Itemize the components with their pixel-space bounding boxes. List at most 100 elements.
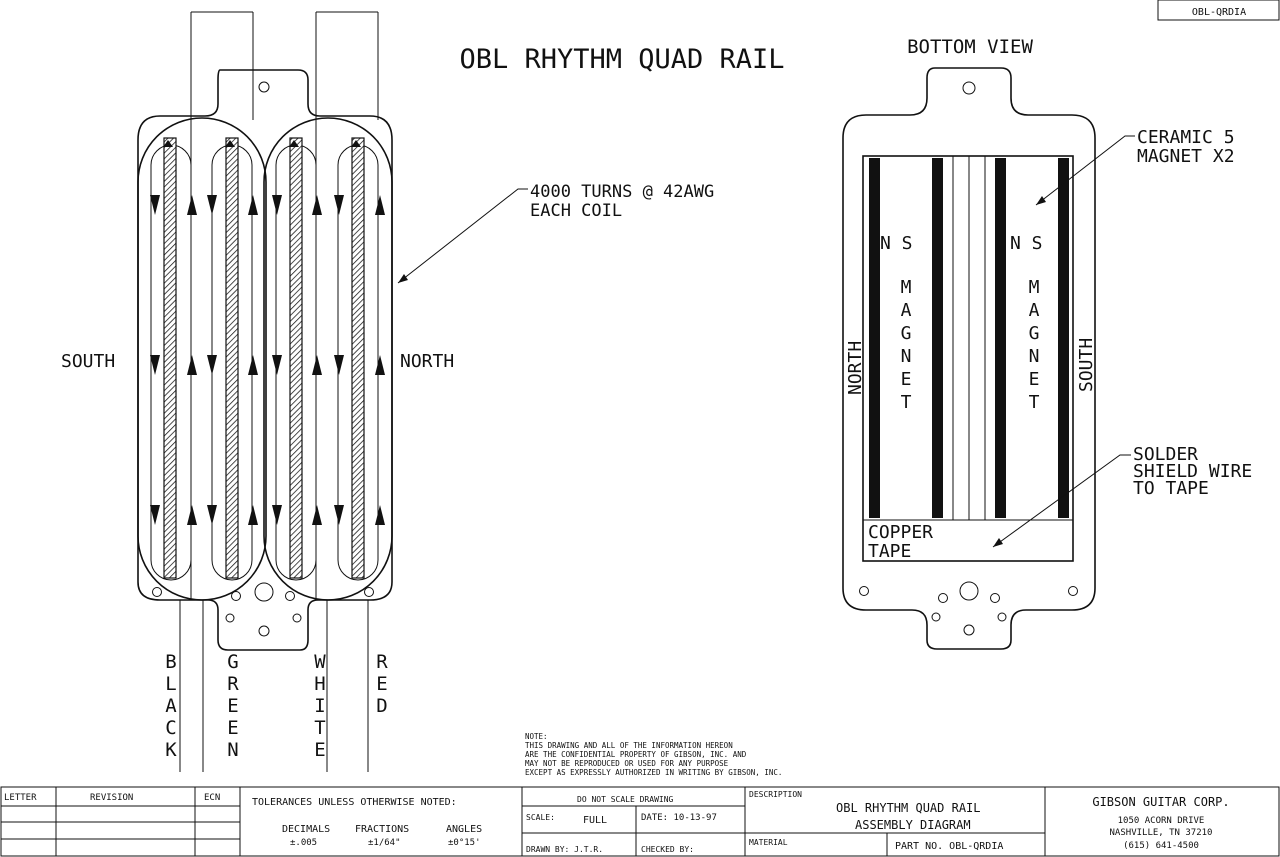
solder-note-line1: SOLDER xyxy=(1133,444,1198,465)
coil-left xyxy=(137,117,267,601)
magnet-letter-2: N xyxy=(1029,346,1040,367)
svg-text:FULL: FULL xyxy=(583,815,607,826)
magnet-letter-1: M xyxy=(901,277,912,298)
magnet-letter-1: A xyxy=(901,300,912,321)
wire-letter-green: G xyxy=(227,651,238,673)
wire-letter-black: L xyxy=(165,673,176,695)
svg-text:REVISION: REVISION xyxy=(90,793,133,803)
svg-text:FRACTIONS: FRACTIONS xyxy=(355,824,409,835)
magnet-letter-2: E xyxy=(1029,369,1040,390)
coil-note-line1: 4000 TURNS @ 42AWG xyxy=(530,182,714,202)
svg-text:PART NO. OBL-QRDIA: PART NO. OBL-QRDIA xyxy=(895,841,1003,852)
wire-letter-green: E xyxy=(227,717,238,739)
baseplate-outline xyxy=(137,69,393,651)
svg-text:±0°15': ±0°15' xyxy=(448,838,481,848)
magnet-bar-2 xyxy=(932,158,943,518)
copper-tape-line1: COPPER xyxy=(868,522,933,543)
front-view: SOUTH NORTH 4000 TURNS @ 42AWG EACH COIL… xyxy=(61,11,714,772)
wire-letter-green: R xyxy=(227,673,239,695)
drawing-id: OBL-QRDIA xyxy=(1192,7,1246,18)
mount-hole-left xyxy=(152,587,162,597)
magnet-letter-1: T xyxy=(901,392,912,413)
wire-letter-white: I xyxy=(314,695,325,717)
bottom-view-label: BOTTOM VIEW xyxy=(907,36,1033,58)
rail-4 xyxy=(351,137,365,579)
wire-letter-green: N xyxy=(227,739,238,761)
svg-text:MAY NOT BE REPRODUCED OR USED: MAY NOT BE REPRODUCED OR USED FOR ANY PU… xyxy=(525,759,729,768)
copper-tape-line2: TAPE xyxy=(868,541,911,562)
magnet-area xyxy=(862,155,1074,562)
confidential-note: NOTE: THIS DRAWING AND ALL OF THE INFORM… xyxy=(525,732,782,777)
solder-note-line2: SHIELD WIRE xyxy=(1133,461,1252,482)
svg-text:±.005: ±.005 xyxy=(290,838,317,848)
magnet-bar-3 xyxy=(995,158,1006,518)
svg-text:SCALE:: SCALE: xyxy=(526,813,555,822)
rail-2 xyxy=(225,137,239,579)
magnet-letter-1: N xyxy=(901,346,912,367)
magnet-letter-1: E xyxy=(901,369,912,390)
drawing-id-box: OBL-QRDIA xyxy=(1157,0,1280,21)
svg-text:DESCRIPTION: DESCRIPTION xyxy=(749,790,802,799)
magnet-letter-2: G xyxy=(1029,323,1040,344)
wire-letter-black: B xyxy=(165,651,176,673)
svg-text:NOTE:: NOTE: xyxy=(525,732,548,741)
pole-label-north: NORTH xyxy=(400,351,454,372)
svg-text:LETTER: LETTER xyxy=(4,793,37,803)
svg-text:ARE THE CONFIDENTIAL PROPERTY: ARE THE CONFIDENTIAL PROPERTY OF GIBSON,… xyxy=(525,750,747,759)
mount-hole-right xyxy=(364,587,374,597)
svg-text:DECIMALS: DECIMALS xyxy=(282,824,330,835)
title-block: LETTER REVISION ECN TOLERANCES UNLESS OT… xyxy=(0,786,1280,857)
svg-text:1050 ACORN DRIVE: 1050 ACORN DRIVE xyxy=(1118,816,1205,826)
ns-label-right: N S xyxy=(1010,233,1043,254)
magnet-letter-2: A xyxy=(1029,300,1040,321)
wire-letter-white: T xyxy=(314,717,325,739)
wire-letter-white: W xyxy=(314,651,326,673)
svg-text:MATERIAL: MATERIAL xyxy=(749,838,788,847)
magnet-bar-4 xyxy=(1058,158,1069,518)
magnet-letter-1: G xyxy=(901,323,912,344)
mount-hole-top xyxy=(258,81,270,93)
wire-letter-white: H xyxy=(314,673,325,695)
pole-label-south: SOUTH xyxy=(61,351,115,372)
coil-note-line2: EACH COIL xyxy=(530,201,622,221)
svg-text:DATE: 10-13-97: DATE: 10-13-97 xyxy=(641,813,717,823)
svg-text:EXCEPT AS EXPRESSLY AUTHORIZED: EXCEPT AS EXPRESSLY AUTHORIZED IN WRITIN… xyxy=(525,768,782,777)
svg-text:DRAWN BY: J.T.R.: DRAWN BY: J.T.R. xyxy=(526,845,603,854)
bottom-baseplate-outline xyxy=(842,67,1096,650)
wire-letter-red: R xyxy=(376,651,388,673)
magnet-letter-2: T xyxy=(1029,392,1040,413)
screw-hole-center xyxy=(254,582,274,602)
wire-letter-black: K xyxy=(165,739,177,761)
ns-label-left: N S xyxy=(880,233,913,254)
winding-arrows xyxy=(150,140,385,525)
svg-text:OBL RHYTHM QUAD RAIL: OBL RHYTHM QUAD RAIL xyxy=(836,801,981,815)
wire-letter-green: E xyxy=(227,695,238,717)
svg-text:ANGLES: ANGLES xyxy=(446,824,482,835)
coil-right xyxy=(263,117,393,601)
svg-text:TOLERANCES UNLESS OTHERWISE NO: TOLERANCES UNLESS OTHERWISE NOTED: xyxy=(252,797,457,808)
rail-1 xyxy=(163,137,177,579)
svg-text:DO NOT SCALE DRAWING: DO NOT SCALE DRAWING xyxy=(577,795,674,804)
bottom-north-label: NORTH xyxy=(845,341,866,395)
svg-text:NASHVILLE, TN 37210: NASHVILLE, TN 37210 xyxy=(1110,828,1213,838)
rail-3 xyxy=(289,137,303,579)
svg-text:CHECKED BY:: CHECKED BY: xyxy=(641,845,694,854)
svg-text:ASSEMBLY DIAGRAM: ASSEMBLY DIAGRAM xyxy=(855,818,971,832)
bottom-south-label: SOUTH xyxy=(1076,338,1097,392)
svg-text:(615) 641-4500: (615) 641-4500 xyxy=(1123,841,1199,851)
wire-letter-white: E xyxy=(314,739,325,761)
wire-letter-red: E xyxy=(376,673,387,695)
wire-letter-black: A xyxy=(165,695,177,717)
wire-letter-red: D xyxy=(376,695,387,717)
svg-text:THIS DRAWING AND ALL OF THE IN: THIS DRAWING AND ALL OF THE INFORMATION … xyxy=(525,741,733,750)
page-title: OBL RHYTHM QUAD RAIL xyxy=(459,44,784,75)
svg-text:±1/64": ±1/64" xyxy=(368,838,401,848)
magnet-bar-1 xyxy=(869,158,880,518)
svg-text:ECN: ECN xyxy=(204,793,220,803)
magnet-note-line1: CERAMIC 5 xyxy=(1137,127,1235,148)
company-name: GIBSON GUITAR CORP. xyxy=(1092,795,1229,809)
